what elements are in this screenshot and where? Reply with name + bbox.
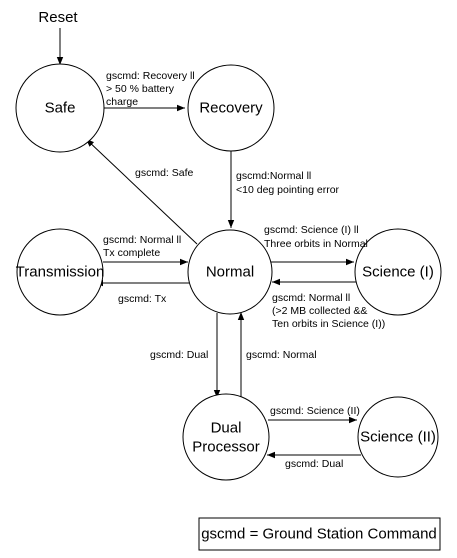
label-normal-to-safe-line: gscmd: Safe [135,167,194,179]
state-transmission: Transmission [16,228,105,316]
state-normal-label: Normal [206,264,254,281]
label-normal-to-dual: gscmd: Dual [150,349,208,361]
label-normal-to-dual-line: gscmd: Dual [150,349,208,361]
label-dual-to-normal-line: gscmd: Normal [246,349,317,361]
label-safe-to-recovery: gscmd: Recovery ll > 50 % battery charge [106,70,195,108]
state-science1: Science (I) [354,228,442,316]
label-science1-to-normal-line: gscmd: Normal ll [272,292,350,304]
label-dual-to-science2: gscmd: Science (II) [270,405,360,417]
label-normal-to-transmission-line: gscmd: Tx [118,293,167,305]
label-science1-to-normal-line: Ten orbits in Science (I)) [272,318,385,330]
label-science1-to-normal-line: (>2 MB collected && [272,305,367,317]
state-recovery: Recovery [187,64,275,152]
state-safe: Safe [15,63,105,153]
label-normal-to-transmission: gscmd: Tx [118,293,167,305]
label-normal-to-science1-line: gscmd: Science (I) ll [264,224,359,236]
state-dual-label-line2: Processor [192,439,260,456]
label-safe-to-recovery-line: > 50 % battery [106,83,175,95]
state-dual-processor: Dual Processor [182,393,270,481]
label-normal-to-science1-line: Three orbits in Normal [264,238,368,250]
state-science2: Science (II) [357,396,439,478]
label-transmission-to-normal-line: Tx complete [103,247,160,259]
label-science1-to-normal: gscmd: Normal ll (>2 MB collected && Ten… [272,292,385,330]
state-safe-label: Safe [45,100,76,117]
legend-text: gscmd = Ground Station Command [201,526,437,543]
reset-label: Reset [38,9,78,26]
label-normal-to-safe: gscmd: Safe [135,167,194,179]
label-safe-to-recovery-line: charge [106,96,138,108]
state-science2-label: Science (II) [360,429,436,446]
label-dual-to-normal: gscmd: Normal [246,349,317,361]
label-science2-to-dual-line: gscmd: Dual [285,458,343,470]
label-safe-to-recovery-line: gscmd: Recovery ll [106,70,195,82]
state-normal: Normal [187,229,273,315]
label-normal-to-science1: gscmd: Science (I) ll Three orbits in No… [264,224,368,250]
label-recovery-to-normal-line: gscmd:Normal ll [236,170,311,182]
edge-normal-to-safe [85,138,198,245]
label-dual-to-science2-line: gscmd: Science (II) [270,405,360,417]
state-science1-label: Science (I) [362,264,434,281]
state-recovery-label: Recovery [199,100,263,117]
state-transmission-label: Transmission [16,264,105,281]
label-science2-to-dual: gscmd: Dual [285,458,343,470]
label-recovery-to-normal: gscmd:Normal ll <10 deg pointing error [236,170,340,196]
label-recovery-to-normal-line: <10 deg pointing error [236,184,340,196]
label-transmission-to-normal: gscmd: Normal ll Tx complete [103,234,181,259]
legend: gscmd = Ground Station Command [198,517,441,551]
label-transmission-to-normal-line: gscmd: Normal ll [103,234,181,246]
state-dual-label-line1: Dual [211,420,242,437]
